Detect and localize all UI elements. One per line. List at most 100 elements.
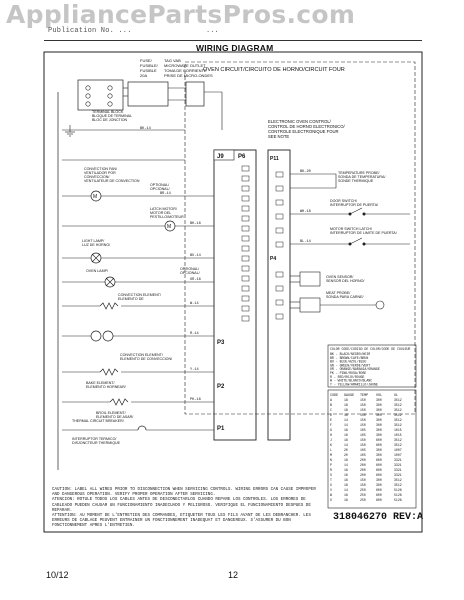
- gauge-cell: 14: [344, 418, 348, 422]
- gauge-cell: 18: [344, 398, 348, 402]
- conn-p6: P6: [238, 154, 246, 160]
- gauge-cell: 300: [376, 478, 382, 482]
- gauge-cell: 5128: [394, 498, 402, 502]
- header-model: ...: [206, 27, 219, 35]
- bake-elem-2: ELEMENTO HORNEAR/: [86, 385, 126, 389]
- gauge-cell: 14: [344, 488, 348, 492]
- conn-p11: P11: [270, 156, 279, 162]
- gauge-cell: E: [330, 418, 332, 422]
- color-row: R - RED/ROJO/ROUGE: [330, 375, 365, 379]
- wire-9: PK-18: [190, 398, 201, 402]
- gauge-cell: 20: [344, 448, 348, 452]
- terminal-block-label-3: BLOC DE JONCTION: [92, 118, 128, 122]
- thermal-breaker: [137, 425, 147, 431]
- gauge-cell: 3512: [394, 438, 402, 442]
- gauge-cell: 18: [344, 428, 348, 432]
- gauge-header-cell: CODE: [330, 394, 338, 398]
- gauge-cell: 1015: [394, 433, 402, 437]
- gauge-cell: L: [330, 448, 332, 452]
- terminal-block: [77, 79, 124, 111]
- gauge-cell: 1015: [394, 428, 402, 432]
- gauge-cell: 600: [376, 463, 382, 467]
- gauge-cell: 600: [376, 468, 382, 472]
- opt-lamp-1: OPTIONAL/: [180, 267, 199, 271]
- gauge-cell: 3512: [394, 398, 402, 402]
- oven-circuit-label: OVEN CIRCUIT/CIRCUITO DE HORNO/CIRCUIT F…: [203, 67, 345, 73]
- color-row: Y - YELLOW/AMARILLO/JAUNE: [330, 382, 378, 386]
- color-row: BU - BLUE/AZUL/BLEU: [330, 360, 366, 364]
- broil-elem-1: BROIL ELEMENT/: [96, 411, 126, 415]
- gauge-cell: 150: [360, 438, 366, 442]
- door-switch-2: INTERRUPTOR DE PUERTA/: [330, 203, 378, 207]
- gauge-cell: 150: [360, 413, 366, 417]
- meat-probe-1: MEAT PROBE/: [326, 291, 350, 295]
- gauge-header-cell: TEMP: [360, 394, 368, 398]
- eoc-main: [213, 149, 257, 441]
- gauge-cell: 3321: [394, 458, 402, 462]
- footer-date: 10/12: [46, 570, 69, 580]
- gauge-cell: 5128: [394, 493, 402, 497]
- fuse-label-4: 20A: [140, 73, 147, 78]
- wire-2: BR-14: [160, 192, 171, 196]
- conn-p1: P1: [217, 426, 225, 432]
- conv-heater: [99, 302, 119, 310]
- gauge-cell: 105: [360, 453, 366, 457]
- conv-fan-4: VENTILATEUR DE CONVECTION: [84, 179, 140, 183]
- wire-1: BK-14: [140, 127, 151, 131]
- gauge-cell: C: [330, 408, 332, 412]
- gauge-cell: 300: [376, 483, 382, 487]
- color-row: BK - BLACK/NEGRO/NOIR: [330, 352, 370, 356]
- fuse-label-3: FUSIBLE: [140, 68, 157, 73]
- color-row: PK - PINK/ROSA/ROSE: [330, 371, 366, 375]
- page-title: WIRING DIAGRAM: [196, 43, 274, 53]
- gauge-table: [327, 389, 417, 509]
- gauge-cell: U: [330, 483, 332, 487]
- gauge-cell: 600: [376, 458, 382, 462]
- gauge-cell: 150: [360, 408, 366, 412]
- gauge-cell: B: [330, 403, 332, 407]
- gauge-cell: 150: [360, 418, 366, 422]
- gauge-cell: 3512: [394, 423, 402, 427]
- header-rule: [44, 40, 422, 41]
- thermal-1: THERMAL CIRCUIT BREAKER/: [72, 419, 124, 423]
- temp-probe-1: TEMPERATURE PROBE/: [338, 171, 379, 175]
- meat-probe-2: SONDA PARA CARNE/: [326, 295, 363, 299]
- fuse-label-8: PRISE DE MICRO-ONDES: [164, 73, 213, 78]
- temp-probe-3: SONDE THERMIQUE: [338, 179, 374, 183]
- wire-4: BU-14: [190, 254, 201, 258]
- gauge-cell: 105: [360, 433, 366, 437]
- conn-p2: P2: [217, 384, 225, 390]
- broil-element: [109, 398, 129, 406]
- wire-12: BL-14: [300, 240, 311, 244]
- gauge-cell: 16: [344, 473, 348, 477]
- gauge-cell: 20: [344, 453, 348, 457]
- gauge-cell: 14: [344, 463, 348, 467]
- fuse-block: [127, 81, 169, 107]
- fuse-label-7: TOMA DE CORRIENTE: [164, 68, 207, 73]
- gauge-cell: 18: [344, 478, 348, 482]
- conv-elem-1: CONVECTION ELEMENT/: [118, 293, 161, 297]
- gauge-cell: 600: [376, 493, 382, 497]
- svg-text:M: M: [93, 194, 97, 200]
- wire-11: WH-18: [300, 210, 311, 214]
- gauge-cell: 200: [360, 463, 366, 467]
- gauge-cell: 18: [344, 403, 348, 407]
- gauge-cell: 200: [360, 473, 366, 477]
- gauge-cell: T: [330, 478, 332, 482]
- gauge-cell: 18: [344, 493, 348, 497]
- gauge-cell: 250: [360, 498, 366, 502]
- gauge-cell: H: [330, 433, 332, 437]
- gauge-header-cell: UL: [394, 394, 398, 398]
- svg-text:M: M: [167, 224, 171, 230]
- gauge-cell: 250: [360, 488, 366, 492]
- wire-6: W-14: [190, 302, 199, 306]
- gauge-cell: N: [330, 458, 332, 462]
- eoc-label-3: CONTROLE ELECTRONIQUE FOUR: [268, 129, 339, 134]
- gauge-cell: P: [330, 463, 332, 467]
- eoc-label-1: ELECTRONIC OVEN CONTROL/: [268, 119, 332, 124]
- latch-3: PESTILLO/MOTEUR: [150, 215, 184, 219]
- wire-5: OR-18: [190, 278, 201, 282]
- motor-switch-2: INTERRUPTOR DE LIMITE DE PUERTA/: [330, 231, 397, 235]
- gauge-cell: G: [330, 428, 332, 432]
